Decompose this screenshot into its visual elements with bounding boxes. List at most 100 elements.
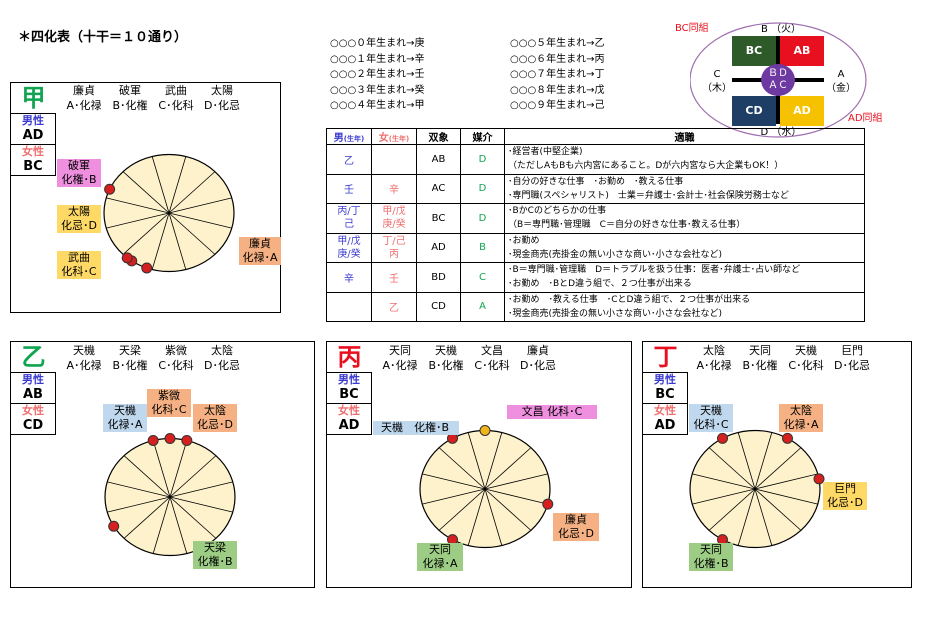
page-title: ＊四化表（十干＝１０通り）: [18, 30, 188, 45]
palace-divider: [708, 447, 756, 490]
palace-divider: [484, 473, 548, 490]
label-tianliang: 天梁化権･B: [193, 541, 237, 569]
compass-right-label: A（金）: [826, 69, 856, 94]
star-marker: [813, 473, 825, 485]
palace-divider: [754, 473, 818, 490]
palace-divider: [708, 488, 756, 531]
palace-divider: [107, 496, 171, 513]
th-male: 男(生年): [326, 128, 372, 145]
table-row: 壬 辛 AC D ･自分の好きな仕事 ･お勤め ･教える仕事･専門職(スペシャリ…: [326, 173, 865, 204]
palace-divider: [106, 197, 170, 214]
label-tianji: 天機化科･C: [689, 404, 733, 432]
palace-divider: [438, 488, 486, 531]
palace-divider: [169, 481, 233, 498]
star-marker: [542, 498, 554, 510]
palace-divider: [151, 212, 170, 270]
compass-top-label: B （火）: [760, 24, 802, 35]
palace-divider: [754, 488, 773, 546]
label-ziwei: 紫微化科･C: [147, 389, 191, 417]
palace-divider: [484, 488, 548, 505]
palace-divider: [122, 212, 170, 255]
year-item: ○○○３年生まれ→癸: [330, 84, 425, 96]
palace-divider: [106, 212, 170, 229]
palace-divider: [737, 488, 756, 546]
star-marker: [164, 433, 176, 444]
palace-divider: [484, 488, 503, 546]
table-row: 丙/丁己 甲/戊庚/癸 BC D ･BかCのどちらかの仕事（B＝専門職･管理職 …: [326, 203, 865, 234]
box-ab: AB: [780, 36, 824, 66]
wheel-svg: [419, 425, 554, 549]
palace-divider: [122, 171, 170, 214]
year-list-right: ○○○５年生まれ→乙 ○○○６年生まれ→丙 ○○○７年生まれ→丁 ○○○８年生ま…: [510, 36, 605, 114]
year-item: ○○○８年生まれ→戊: [510, 84, 605, 96]
year-item: ○○○４年生まれ→甲: [330, 100, 425, 111]
th-medium: 媒介: [460, 128, 505, 145]
bc-group-label: BC同組: [675, 23, 709, 34]
palace-divider: [151, 156, 170, 214]
palace-divider: [169, 455, 217, 498]
palace-divider: [168, 212, 232, 229]
year-item: ○○○１年生まれ→辛: [330, 53, 425, 65]
compass-left-label: C（木）: [702, 69, 732, 94]
ad-group-label: AD同組: [848, 113, 883, 124]
star-marker: [104, 183, 116, 195]
palace-divider: [737, 432, 756, 490]
stem-char: 甲: [21, 84, 46, 112]
label-wuqu: 武曲化科･C: [57, 251, 101, 279]
table-row: 甲/戊庚/癸 丁/己丙 AD B ･お勤め･現金商売(売掛金の無い小さな商い･小…: [326, 232, 865, 263]
palace-divider: [169, 440, 188, 498]
box-cd: CD: [732, 96, 776, 126]
stem-char: 丙: [337, 343, 362, 371]
year-item: ○○○７年生まれ→丁: [510, 69, 605, 80]
palace-divider: [107, 481, 171, 498]
wheel-svg: [103, 153, 235, 274]
star-marker: [121, 252, 133, 264]
label-wenchang: 文昌 化科･C: [507, 405, 597, 419]
year-item: ○○○２年生まれ→壬: [330, 69, 425, 80]
palace-divider: [754, 447, 802, 490]
palace-divider: [692, 488, 756, 505]
star-marker: [717, 432, 728, 444]
wheel-svg: [104, 433, 236, 557]
label-tiantong: 天同化禄･A: [417, 543, 463, 571]
palace-divider: [169, 496, 233, 513]
aptitude-table: 男(生年) 女(生年) 双象 媒介 適職 乙 AB D ･経営者(中堅企業)（た…: [326, 128, 865, 322]
palace-divider: [123, 496, 171, 539]
label-taiyin: 太陰化忌･D: [193, 404, 237, 432]
th-pair: 双象: [416, 128, 461, 145]
star-marker: [108, 520, 120, 532]
box-ad: AD: [780, 96, 824, 126]
box-bc: BC: [732, 36, 776, 66]
th-female: 女(生年): [371, 128, 417, 145]
palace-divider: [754, 432, 773, 490]
palace-divider: [692, 473, 756, 490]
palace-divider: [754, 488, 802, 531]
palace-divider: [484, 488, 532, 531]
palace-divider: [168, 212, 216, 255]
palace-divider: [168, 171, 216, 214]
palace-divider: [467, 488, 486, 546]
star-marker: [181, 434, 193, 446]
table-row: 乙 CD A ･お勤め ･教える仕事 ･CとD違う組で、２つ仕事が出来る･現金商…: [326, 291, 865, 322]
palace-divider: [422, 473, 486, 490]
year-item: ○○○９年生まれ→己: [510, 100, 605, 111]
star-marker-gold: [479, 425, 491, 436]
palace-divider: [168, 197, 232, 214]
label-tianji: 天機 化権･B: [373, 421, 459, 435]
label-lianzhen: 廉貞化忌･D: [553, 513, 599, 541]
palace-divider: [467, 432, 486, 490]
